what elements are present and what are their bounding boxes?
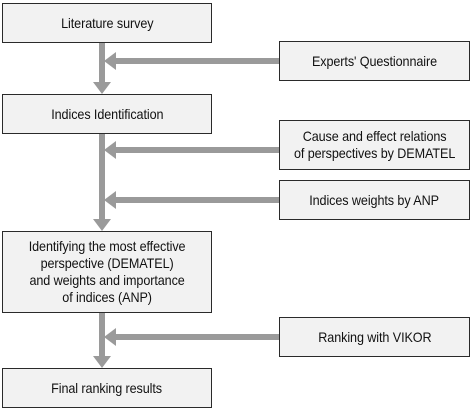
indices-identification-label: Indices Identification <box>50 105 164 122</box>
final-ranking-label: Final ranking results <box>51 379 163 396</box>
final-ranking-box: Final ranking results <box>2 368 212 408</box>
indices-weights-anp-box: Indices weights by ANP <box>279 180 470 220</box>
arrow-identifying-to-final-shaft <box>99 313 105 356</box>
ranking-vikor-box: Ranking with VIKOR <box>279 317 470 357</box>
cause-effect-dematel-label: Cause and effect relations of perspectiv… <box>293 128 456 161</box>
cause-effect-dematel-box: Cause and effect relations of perspectiv… <box>279 120 470 170</box>
literature-survey-box: Literature survey <box>2 3 212 43</box>
arrow-experts-input-head <box>104 52 116 70</box>
arrow-cause-input-shaft <box>116 147 279 153</box>
arrow-literature-to-indices-shaft <box>99 43 105 82</box>
indices-identification-box: Indices Identification <box>2 94 212 134</box>
identifying-perspective-box: Identifying the most effective perspecti… <box>2 231 212 313</box>
arrow-cause-input-head <box>104 141 116 159</box>
arrow-vikor-input-shaft <box>116 334 279 340</box>
experts-questionnaire-label: Experts' Questionnaire <box>311 52 438 69</box>
arrow-vikor-input-head <box>104 328 116 346</box>
arrow-indices-to-identifying-head <box>93 219 111 231</box>
arrow-experts-input-shaft <box>116 58 279 64</box>
arrow-indices-to-identifying-shaft <box>99 134 105 219</box>
identifying-perspective-label: Identifying the most effective perspecti… <box>28 238 186 305</box>
ranking-vikor-label: Ranking with VIKOR <box>317 328 432 345</box>
arrow-weights-input-head <box>104 191 116 209</box>
literature-survey-label: Literature survey <box>60 14 154 31</box>
arrow-weights-input-shaft <box>116 197 279 203</box>
indices-weights-anp-label: Indices weights by ANP <box>309 191 440 208</box>
experts-questionnaire-box: Experts' Questionnaire <box>279 41 470 81</box>
arrow-identifying-to-final-head <box>93 356 111 368</box>
arrow-literature-to-indices-head <box>93 82 111 94</box>
arrow-group <box>93 43 279 368</box>
